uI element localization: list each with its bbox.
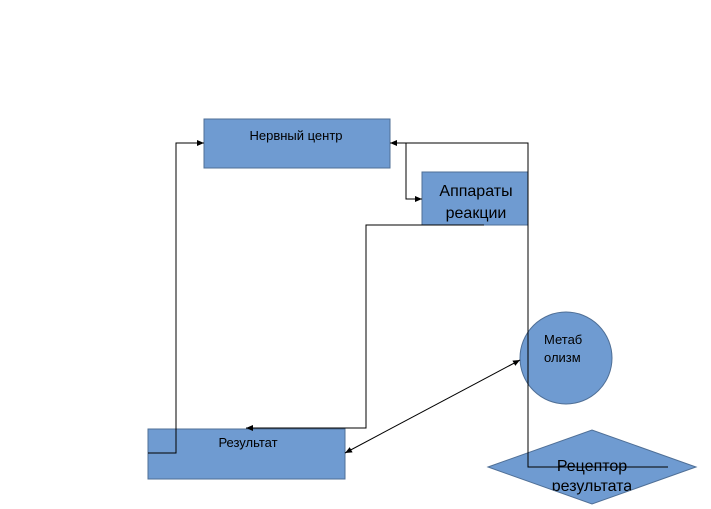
reaction-apparatus-label-line1: Аппараты bbox=[439, 183, 512, 200]
node-reaction-apparatus: Аппараты реакции bbox=[421, 171, 529, 226]
connector-reaction-to-result bbox=[246, 224, 484, 431]
reaction-apparatus-label-line2: реакции bbox=[446, 205, 507, 222]
result-receptor-label-line2: результата bbox=[552, 478, 633, 495]
metabolism-label-line1: Метаб bbox=[544, 332, 582, 347]
nerve-center-box bbox=[203, 118, 391, 169]
result-label: Результат bbox=[218, 435, 277, 450]
connectors bbox=[148, 140, 668, 468]
node-nerve-center: Нервный центр bbox=[203, 118, 391, 169]
metabolism-circle bbox=[519, 311, 613, 405]
connector-metabolism-result bbox=[344, 359, 521, 454]
reaction-apparatus-box bbox=[421, 171, 529, 226]
nerve-center-label: Нервный центр bbox=[249, 128, 342, 143]
connector-result-to-nerve-center bbox=[148, 140, 204, 454]
metabolism-label-line2: олизм bbox=[544, 350, 581, 365]
node-metabolism: Метаб олизм bbox=[519, 311, 613, 405]
connector-receptor-to-nerve-center bbox=[390, 140, 668, 468]
connector-nerve-center-to-reaction bbox=[405, 143, 422, 202]
node-result: Результат bbox=[147, 428, 346, 480]
